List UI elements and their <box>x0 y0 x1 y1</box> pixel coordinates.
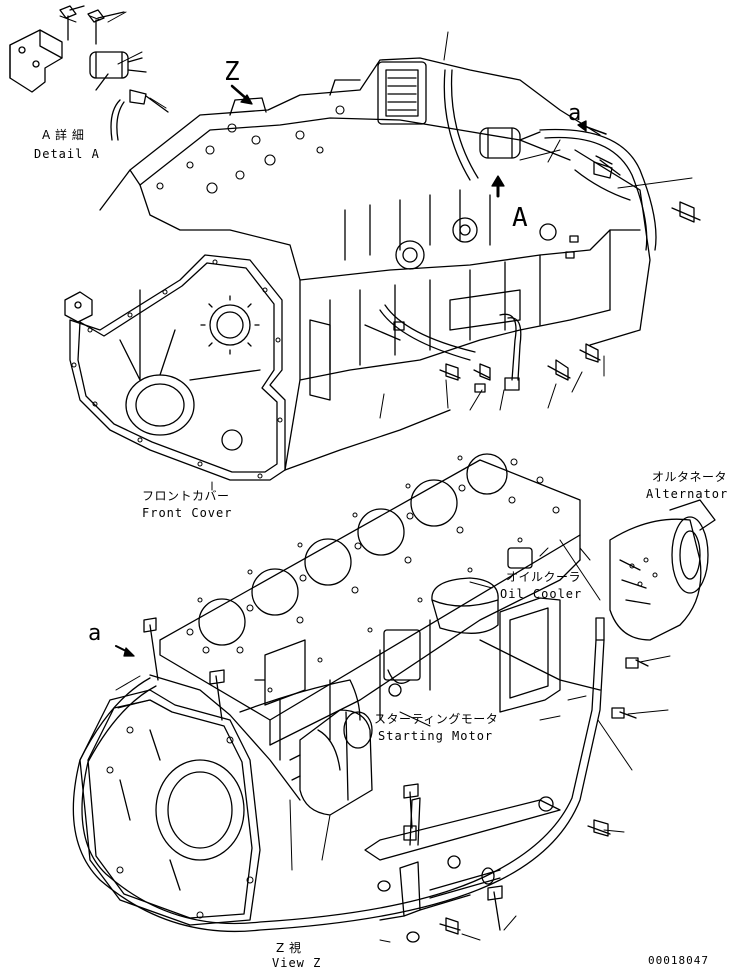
upper-engine-block <box>64 57 701 481</box>
alternator-label: Alternator <box>646 487 729 501</box>
detail-a-inset <box>9 5 169 141</box>
view-z-label: View Z <box>272 956 322 970</box>
detail-a-label-jp: A 詳 細 <box>42 128 85 142</box>
oil-cooler-label-jp: オイルクーラ <box>506 570 582 584</box>
lower-engine-block <box>79 453 716 926</box>
alternator-label-jp: オルタネータ <box>652 470 728 484</box>
starting-motor-label: Starting Motor <box>378 729 494 743</box>
lower-leader-lines <box>115 539 671 943</box>
a-callout-lower: a <box>88 621 102 646</box>
lower-harness <box>72 617 649 943</box>
detail-a-label: Detail A <box>34 147 100 161</box>
front-cover-label: Front Cover <box>142 506 233 520</box>
front-cover-label-jp: フロントカバー <box>142 489 230 503</box>
z-view-marker: Z <box>224 57 240 87</box>
upper-leader-lines <box>59 11 693 491</box>
a-detail-reference: A <box>512 203 528 233</box>
part-number: 00018047 <box>648 954 709 967</box>
starting-motor-label-jp: スターティングモータ <box>374 712 499 726</box>
oil-cooler-label: Oil Cooler <box>500 587 583 601</box>
a-callout-upper: a <box>568 101 582 126</box>
view-z-label-jp: Z 視 <box>276 941 302 955</box>
